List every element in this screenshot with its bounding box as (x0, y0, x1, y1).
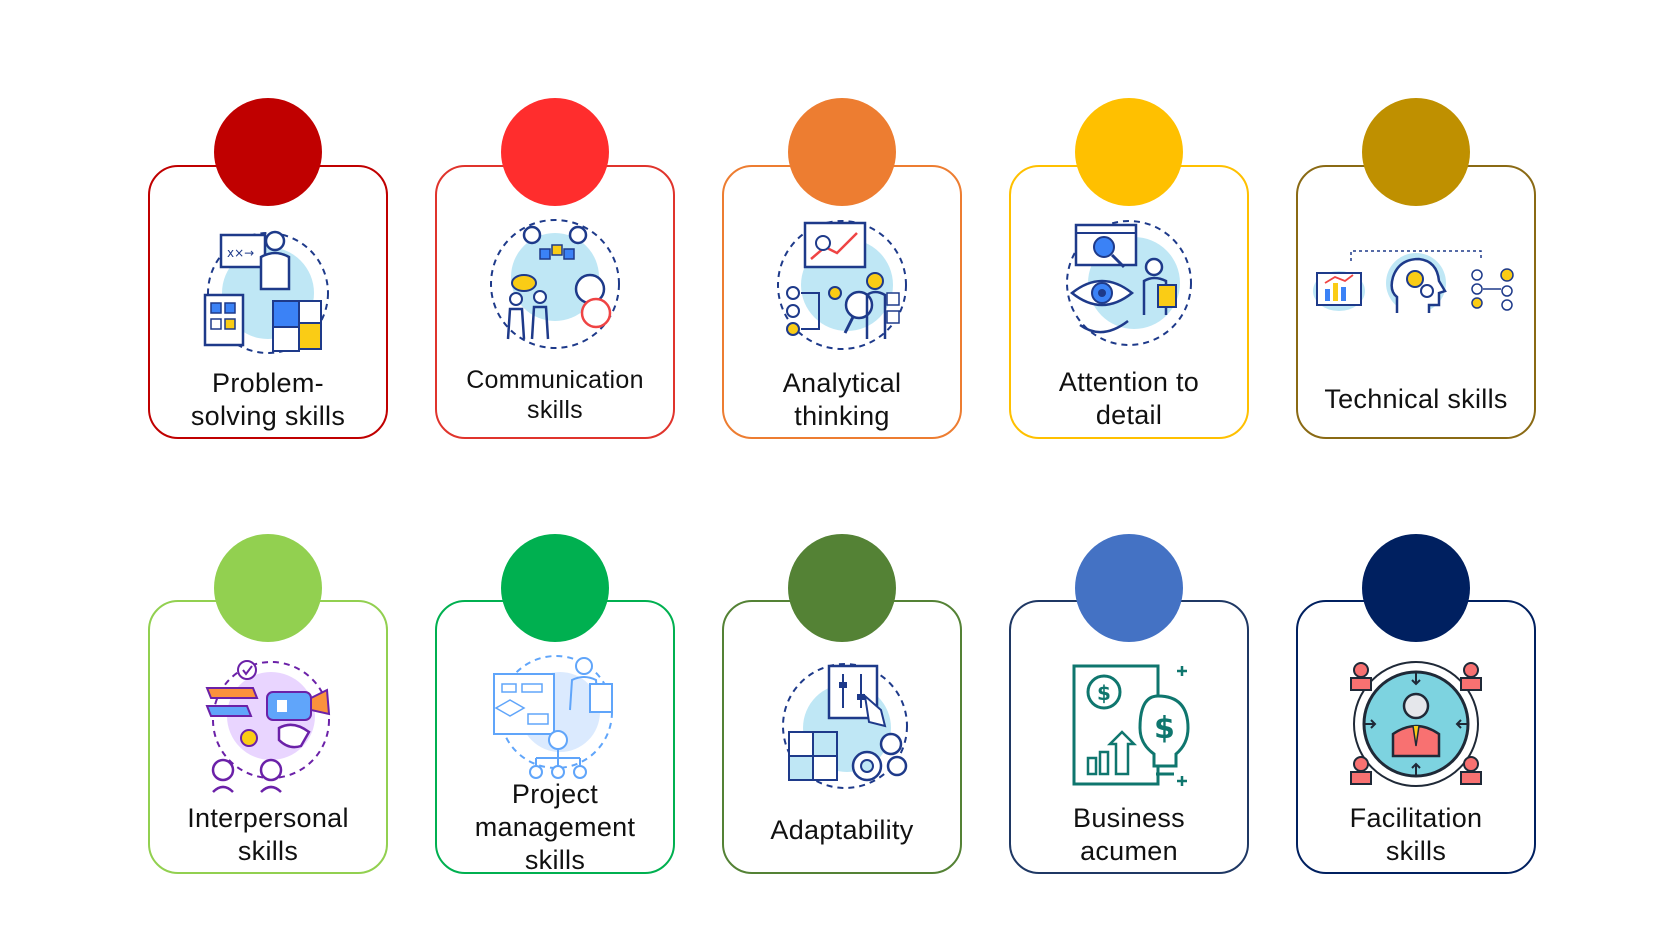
project-management-icon (480, 654, 630, 794)
card-label-line: detail (1095, 400, 1163, 430)
attention-icon (1054, 219, 1204, 359)
color-dot-project-management (501, 534, 609, 642)
card-label-line: Analytical (782, 368, 902, 398)
color-dot-facilitation (1362, 534, 1470, 642)
color-dot-business-acumen (1075, 534, 1183, 642)
card-label-line: Communication (466, 366, 644, 394)
card-label-line: Technical skills (1324, 384, 1508, 414)
card-label-line: solving skills (190, 401, 346, 431)
card-label: Facilitation skills (1306, 802, 1526, 868)
svg-text:x×→: x×→ (227, 246, 254, 260)
card-label-line: thinking (794, 401, 890, 431)
card-label-line: skills (1385, 836, 1447, 866)
color-dot-problem-solving (214, 98, 322, 206)
color-dot-attention (1075, 98, 1183, 206)
card-label: Project management skills (445, 778, 665, 877)
card-problem-solving: x×→ Problem- solving skills (148, 165, 388, 439)
card-label-line: Interpersonal (187, 803, 349, 833)
business-acumen-icon: $ $ (1054, 662, 1204, 802)
facilitation-icon (1341, 660, 1491, 800)
svg-text:$: $ (1097, 681, 1111, 705)
card-label-line: acumen (1080, 836, 1178, 866)
card-adaptability: Adaptability (722, 600, 962, 874)
color-dot-technical (1362, 98, 1470, 206)
technical-icon (1311, 247, 1521, 327)
card-project-management: Project management skills (435, 600, 675, 877)
card-label-line: skills (524, 845, 586, 875)
card-label-line: Adaptability (770, 815, 914, 845)
color-dot-communication (501, 98, 609, 206)
card-label: Analytical thinking (732, 367, 952, 433)
problem-solving-icon: x×→ (193, 225, 343, 365)
communication-icon (480, 219, 630, 359)
card-label-line: Project (511, 779, 599, 809)
card-communication: Communication skills (435, 165, 675, 439)
card-analytical: Analytical thinking (722, 165, 962, 439)
card-label-line: Business (1073, 803, 1185, 833)
card-label: Technical skills (1306, 383, 1526, 416)
color-dot-adaptability (788, 534, 896, 642)
card-label: Problem- solving skills (158, 367, 378, 433)
color-dot-analytical (788, 98, 896, 206)
card-label-line: Attention to (1058, 367, 1200, 397)
card-label: Interpersonal skills (158, 802, 378, 868)
card-facilitation: Facilitation skills (1296, 600, 1536, 874)
color-dot-interpersonal (214, 534, 322, 642)
adaptability-icon (767, 662, 917, 802)
card-label: Communication skills (445, 365, 665, 425)
analytical-icon (767, 219, 917, 359)
card-label-line: management (474, 812, 636, 842)
card-interpersonal: Interpersonal skills (148, 600, 388, 874)
card-label-line: skills (237, 836, 299, 866)
interpersonal-icon (193, 658, 343, 798)
card-label-line: skills (527, 396, 583, 424)
card-label-line: Problem- (212, 368, 324, 398)
card-label: Attention to detail (1019, 366, 1239, 432)
card-technical: Technical skills (1296, 165, 1536, 439)
svg-text:$: $ (1154, 711, 1175, 746)
card-label: Business acumen (1019, 802, 1239, 868)
card-label-line: Facilitation (1349, 803, 1483, 833)
card-label: Adaptability (732, 814, 952, 847)
card-attention: Attention to detail (1009, 165, 1249, 439)
